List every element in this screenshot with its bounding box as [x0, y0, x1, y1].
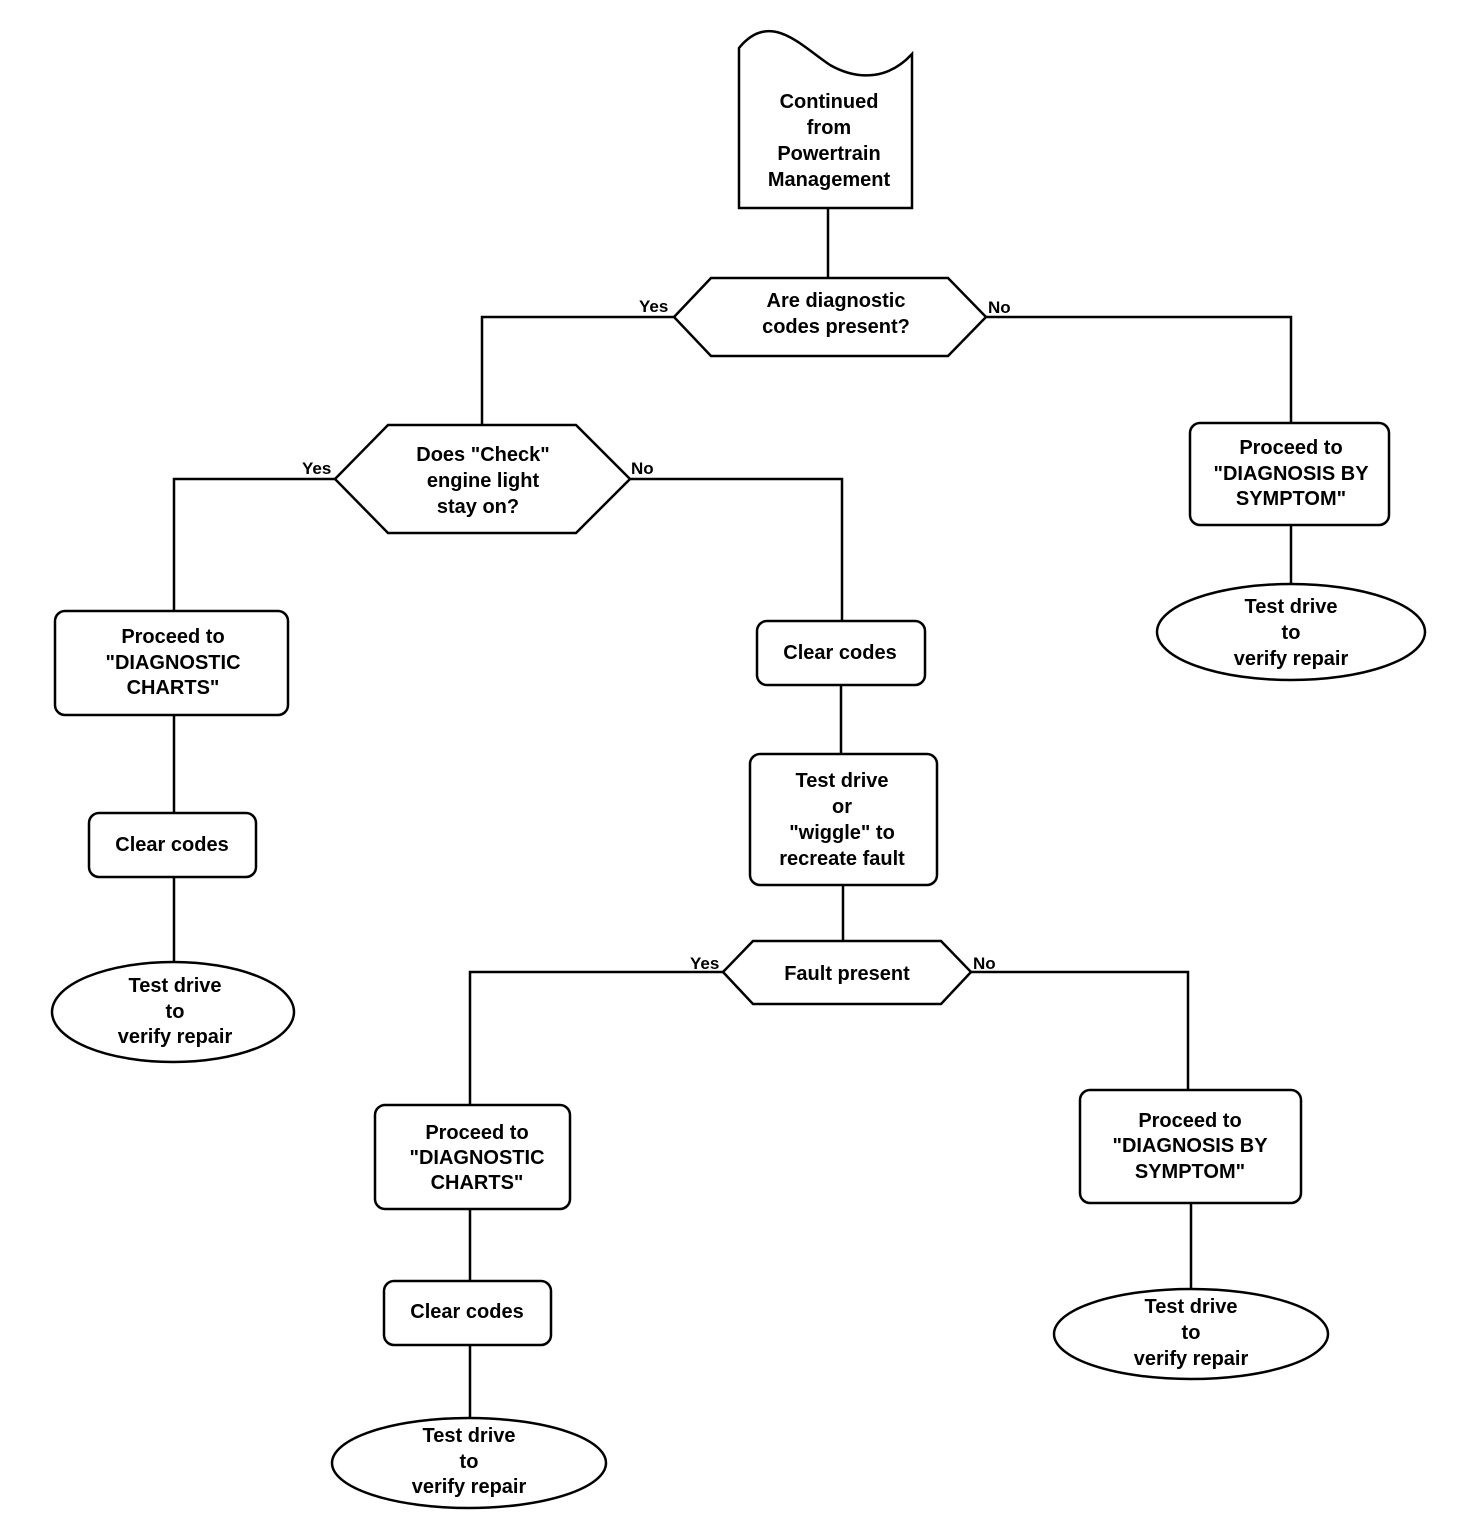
clear-mid-text: Clear codes [783, 642, 896, 664]
symptom-bottom-line-1: Proceed to [1138, 1110, 1241, 1132]
symptom-bottom-box [1078, 1088, 1303, 1205]
testdrive-top-right-oval [1155, 582, 1427, 682]
testdrive-bottom-oval [330, 1416, 608, 1510]
connector-fault-no [971, 970, 1190, 1090]
testdrive-left-line-2: to [166, 1001, 185, 1023]
check-light-question-line-3: stay on? [437, 496, 519, 518]
codes-question-line-1: Are diagnostic [767, 290, 906, 312]
charts-bottom-line-3: CHARTS" [431, 1172, 524, 1194]
connector-fault-yes [468, 970, 723, 1105]
branch-labels: Yes No Yes No Yes No [302, 297, 1011, 973]
charts-bottom-line-2: "DIAGNOSTIC [409, 1147, 544, 1169]
wiggle-line-4: recreate fault [779, 848, 905, 870]
symptom-top-line-2: "DIAGNOSIS BY [1213, 463, 1369, 485]
charts-left-box [53, 609, 290, 717]
wiggle-line-3: "wiggle" to [789, 822, 895, 844]
wiggle-box [748, 752, 939, 887]
charts-bottom-line-1: Proceed to [425, 1122, 528, 1144]
codes-no-label: No [988, 298, 1011, 317]
testdrive-bottom-right-oval [1052, 1287, 1330, 1381]
connector-codes-yes [480, 315, 674, 425]
testdrive-left-line-3: verify repair [118, 1026, 233, 1048]
start-text-line-4: Management [768, 169, 891, 191]
light-no-label: No [631, 459, 654, 478]
testdrive-left-line-1: Test drive [129, 975, 222, 997]
check-light-decision-shape [333, 423, 632, 535]
fault-decision-shape [721, 939, 973, 1006]
clear-bottom-box [382, 1279, 553, 1347]
fault-yes-label: Yes [690, 954, 719, 973]
symptom-top-line-1: Proceed to [1239, 437, 1342, 459]
fault-question-text: Fault present [784, 963, 910, 985]
testdrive-bottom-line-1: Test drive [423, 1425, 516, 1447]
wiggle-line-1: Test drive [796, 770, 889, 792]
start-text-line-2: from [807, 117, 851, 139]
clear-bottom-text: Clear codes [410, 1301, 523, 1323]
testdrive-bottom-right-line-3: verify repair [1134, 1348, 1249, 1370]
symptom-top-line-3: SYMPTOM" [1236, 488, 1346, 510]
testdrive-bottom-right-line-2: to [1182, 1322, 1201, 1344]
check-light-question-line-2: engine light [427, 470, 540, 492]
testdrive-bottom-right-line-1: Test drive [1145, 1296, 1238, 1318]
testdrive-bottom-line-3: verify repair [412, 1476, 527, 1498]
fault-no-label: No [973, 954, 996, 973]
connector-codes-no [986, 315, 1293, 423]
check-light-question-line-1: Does "Check" [416, 444, 549, 466]
testdrive-left-oval [50, 960, 296, 1064]
start-document-shape [737, 29, 914, 210]
shapes [50, 29, 1427, 1510]
clear-left-text: Clear codes [115, 834, 228, 856]
symptom-bottom-line-3: SYMPTOM" [1135, 1161, 1245, 1183]
light-yes-label: Yes [302, 459, 331, 478]
testdrive-bottom-line-2: to [460, 1451, 479, 1473]
clear-left-box [87, 811, 258, 879]
charts-left-line-1: Proceed to [121, 626, 224, 648]
testdrive-top-right-line-2: to [1282, 622, 1301, 644]
connectors [172, 208, 1293, 1418]
charts-left-line-3: CHARTS" [127, 677, 220, 699]
codes-decision-shape [672, 276, 988, 358]
testdrive-top-right-line-1: Test drive [1245, 596, 1338, 618]
start-text-line-3: Powertrain [777, 143, 880, 165]
testdrive-top-right-line-3: verify repair [1234, 648, 1349, 670]
wiggle-line-2: or [832, 796, 852, 818]
symptom-bottom-line-2: "DIAGNOSIS BY [1112, 1135, 1268, 1157]
charts-left-line-2: "DIAGNOSTIC [105, 652, 240, 674]
node-labels: Continued from Powertrain Management Are… [105, 91, 1369, 1498]
clear-mid-box [755, 619, 927, 687]
connector-light-no [630, 477, 844, 621]
start-text-line-1: Continued [780, 91, 879, 113]
connector-light-yes [172, 477, 335, 611]
charts-bottom-box [373, 1103, 572, 1211]
codes-yes-label: Yes [639, 297, 668, 316]
codes-question-line-2: codes present? [762, 316, 910, 338]
symptom-top-box [1188, 421, 1391, 527]
